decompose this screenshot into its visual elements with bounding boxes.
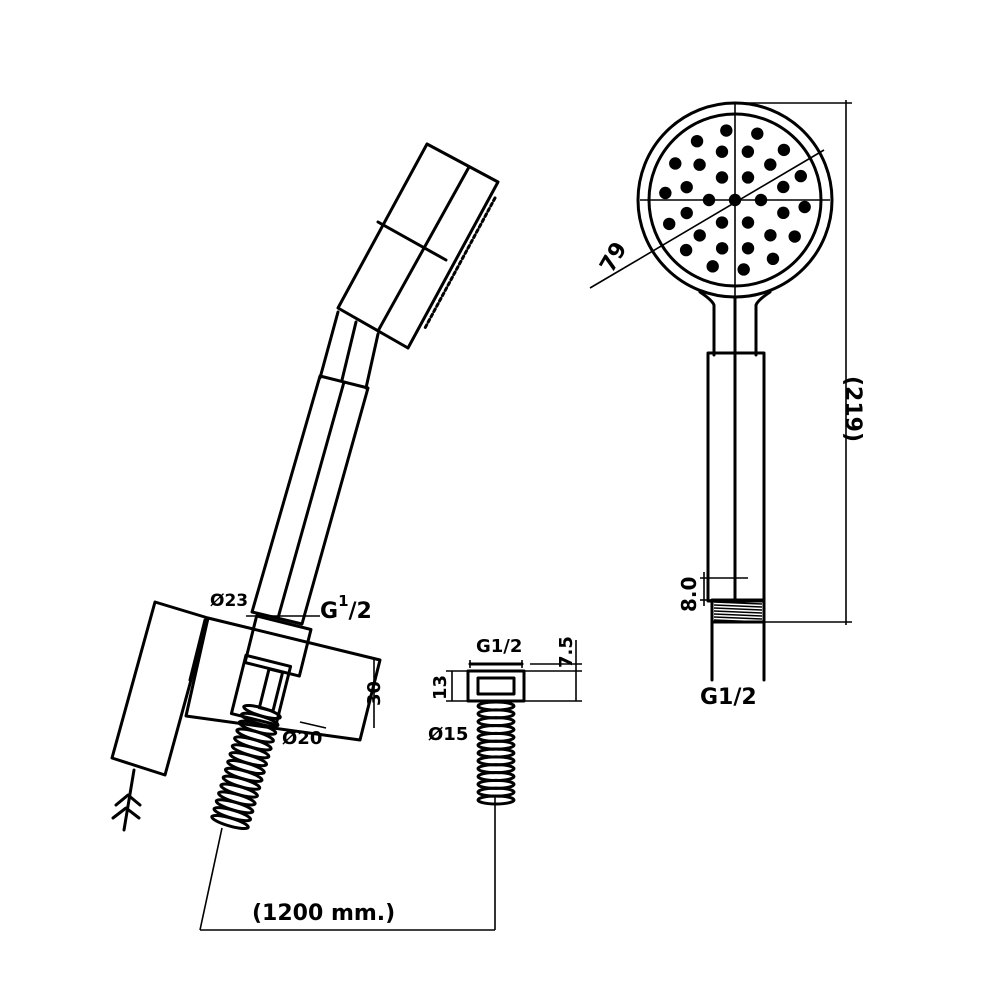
hose-coil-ring [476,794,516,806]
nozzle-hole [680,180,693,194]
nut-dimension-lines [446,640,582,702]
nozzle-hole [663,217,676,231]
thread-line [713,601,763,605]
label-head-diameter: 79 [596,238,633,277]
nozzle-hole [659,186,672,200]
thread-line [713,604,763,608]
label-holder-outlet: Ø20 [282,728,322,749]
hose-coil-detail [476,700,516,806]
nozzle-hole [741,171,755,184]
nozzle-hole [690,134,704,148]
nozzle-hole [741,216,755,229]
hose-nut-detail: G1/2 7.5 13 Ø15 [428,636,582,806]
thread-line [713,613,763,617]
label-holder-bore: Ø23 [210,591,248,611]
shower-neck-side [318,310,380,390]
handle-thread [713,601,763,623]
nozzle-hole [764,158,777,171]
label-thread-length: 8.0 [677,577,701,612]
hose-coil-ring [210,813,250,831]
nozzle-hole [737,263,750,276]
hose-coil-side [210,703,282,831]
thread-line [713,607,763,611]
hose-nut-body [466,662,526,703]
nozzle-hole [751,127,764,140]
nozzle-hole [680,206,693,220]
nozzle-hole [669,157,682,170]
mount-screw-arrow [111,768,142,832]
nozzle-hole [764,229,777,242]
thread-line [713,610,763,614]
front-view: 79 (219) 8.0 G1/2 [589,100,865,710]
nozzle-hole [715,171,729,184]
thread-length-dimension [700,572,748,606]
side-view: Ø23 G1/2 30 Ø20 (1200 mm.) [110,142,500,931]
nozzle-hole [741,242,755,255]
nozzle-hole [715,216,729,229]
nozzle-hole [798,200,811,214]
label-total-length: (219) [840,376,865,442]
nozzle-hole [715,242,729,255]
hose-length-dimension [199,795,496,931]
nozzle-hole [720,124,733,137]
face-centerlines [640,103,830,297]
holder-dimension-lines [246,615,375,729]
shower-handle-front [706,351,766,682]
shower-handle-side [250,374,370,626]
label-hose-length: (1200 mm.) [252,901,395,926]
label-nut-length: 13 [430,675,451,700]
thread-line [713,616,763,620]
nozzle-hole [777,143,791,157]
label-holder-height: 30 [364,681,385,706]
label-hose-diameter: Ø15 [428,724,468,745]
nozzle-hole [794,169,807,183]
nozzle-hole [693,229,706,242]
nozzle-hole [706,260,719,273]
nozzle-hole [741,145,755,158]
nozzle-grid [659,124,811,276]
nozzle-hole [788,230,801,243]
nozzle-hole [766,252,780,266]
nozzle-hole [777,206,790,220]
thread-line [713,619,763,623]
head-diameter-leader [589,149,825,289]
wall-holder-side [110,600,382,777]
nozzle-hole [679,243,693,257]
label-holder-thread: G1/2 [320,592,372,624]
nozzle-hole [715,145,729,158]
shower-head-side [336,142,500,350]
total-length-dimension [735,100,852,625]
nozzle-hole [777,180,790,194]
nozzle-hole [693,158,706,171]
label-nut-height: 7.5 [556,636,577,668]
label-nut-thread: G1/2 [476,636,522,657]
label-handle-thread: G1/2 [700,685,757,710]
